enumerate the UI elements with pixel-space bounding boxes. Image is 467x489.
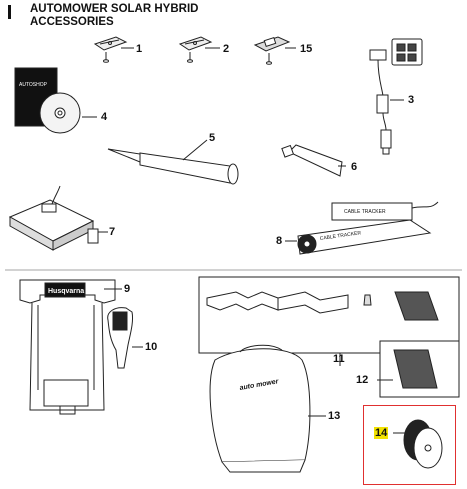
part-4-cd: [14, 67, 97, 134]
callout-12: 12: [356, 374, 369, 386]
part-7-charging-plate: [8, 185, 108, 251]
title-line-1: AUTOMOWER SOLAR HYBRID: [30, 3, 199, 15]
part-13-storage-bag: [209, 344, 326, 473]
callout-3: 3: [408, 94, 415, 106]
tracker-side-text: CABLE TRACKER: [319, 230, 361, 242]
title-line-2: ACCESSORIES: [30, 15, 114, 28]
part-2-connector: [178, 36, 220, 63]
part-10-cable-hook: [107, 307, 143, 369]
callout-2: 2: [223, 43, 230, 55]
part-12-brush: [377, 340, 460, 398]
part-6-grease-tube: [281, 144, 346, 177]
callout-15: 15: [300, 43, 313, 55]
highlight-box-14: [363, 405, 456, 485]
callout-9: 9: [124, 283, 131, 295]
callout-4: 4: [101, 111, 108, 123]
callout-8: 8: [276, 235, 283, 247]
callout-7: 7: [109, 226, 116, 238]
part-9-wall-hanger: [19, 279, 122, 415]
callout-11: 11: [333, 353, 345, 365]
hanger-brand: Husqvarna: [48, 288, 84, 295]
title-bar-mark: [8, 5, 11, 19]
callout-6: 6: [351, 161, 358, 173]
part-14-wheel: [393, 419, 443, 469]
callout-1: 1: [136, 43, 143, 55]
tracker-top-text: CABLE TRACKER: [344, 209, 386, 215]
part-1-connector: [93, 36, 134, 63]
callout-14: 14: [374, 427, 389, 439]
callout-10: 10: [145, 341, 158, 353]
part-15-contact-plate: [253, 36, 296, 65]
part-8-cable-tracker: [285, 201, 439, 255]
callout-13: 13: [328, 410, 341, 422]
part-5-sealant-tube: [107, 139, 239, 185]
part-3-usb-cable: [369, 38, 423, 155]
cd-sleeve-text: AUTOSHOP: [19, 82, 48, 88]
callout-5: 5: [209, 132, 216, 144]
part-11-wheel-brush-kit: [198, 276, 460, 366]
